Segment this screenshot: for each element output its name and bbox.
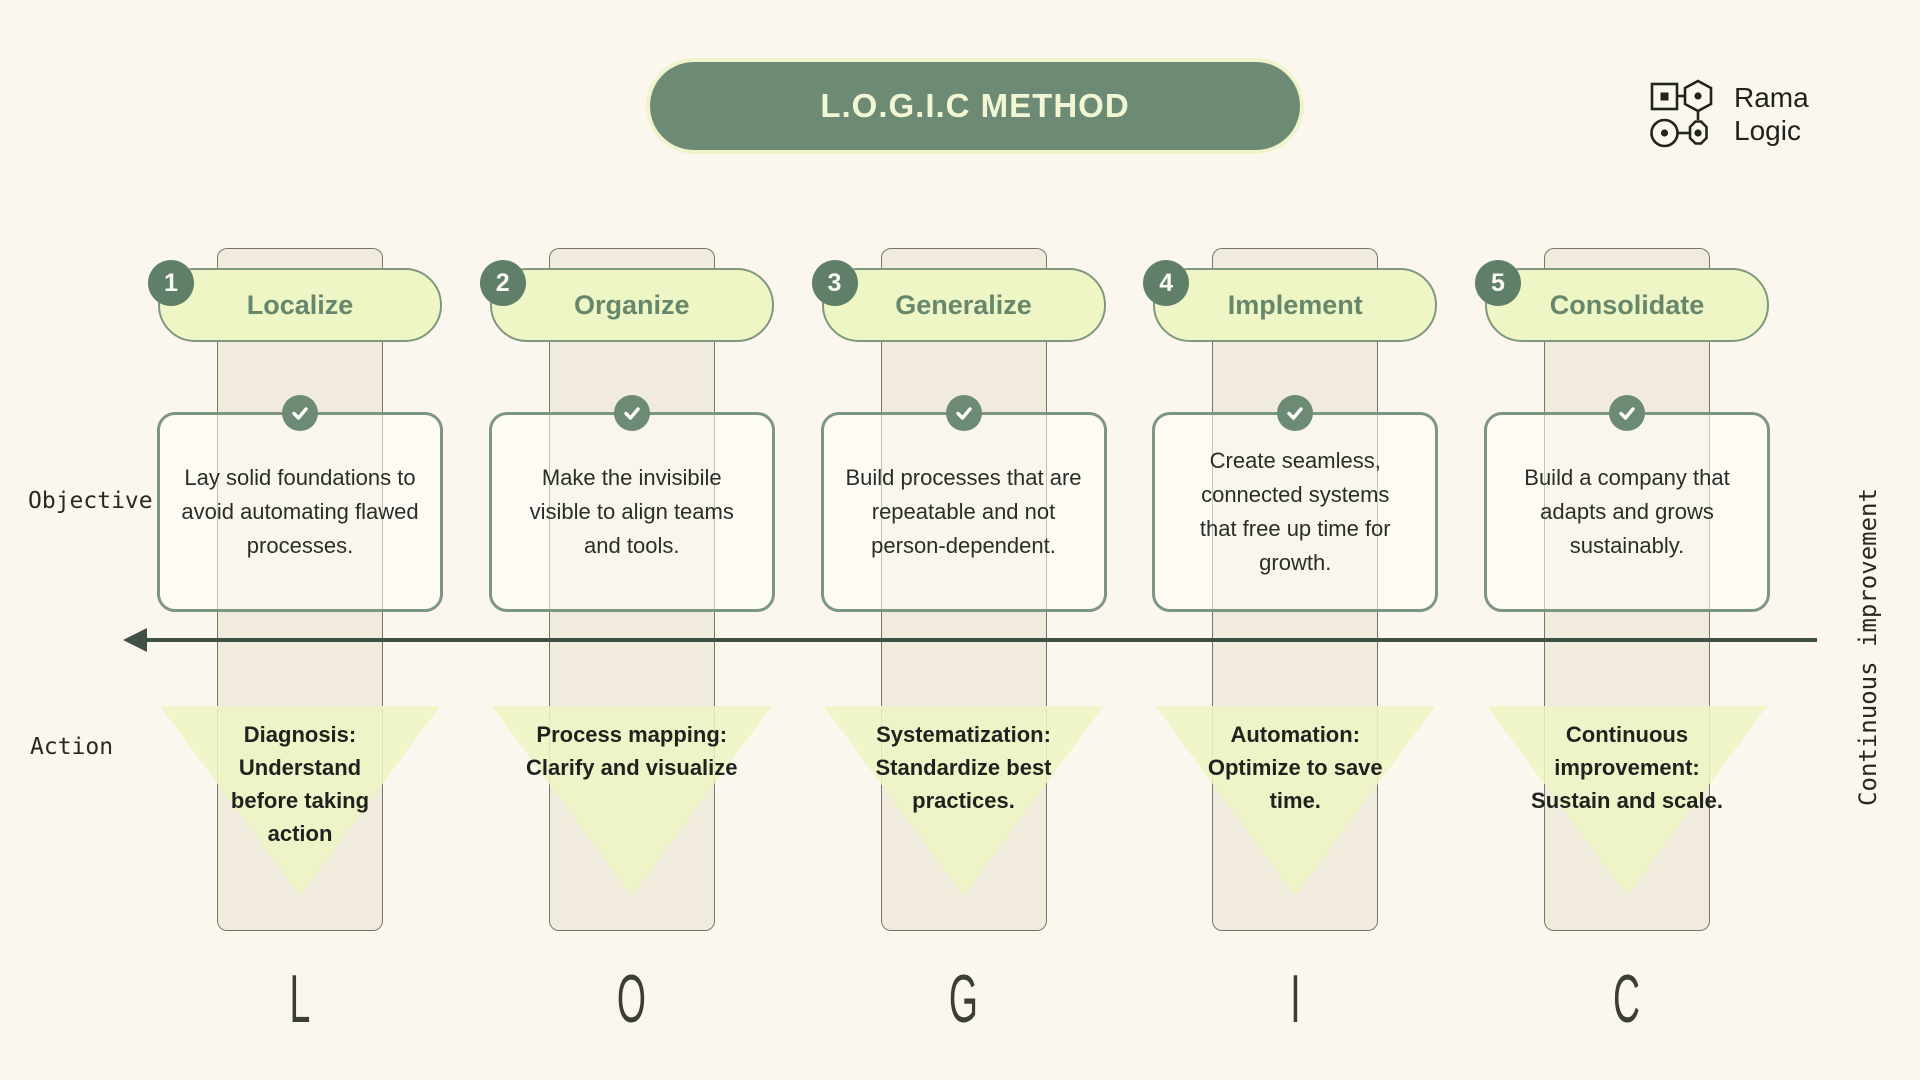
action-text: Process mapping: Clarify and visualize [525,722,738,780]
acronym-letter-g: G [819,960,1109,1038]
step-number-badge: 5 [1475,260,1521,306]
title-pill: L.O.G.I.C METHOD [650,62,1300,150]
objective-card: Create seamless, connected systems that … [1152,412,1439,612]
rama-logic-logo-icon [1650,79,1713,148]
action-text: Diagnosis: Understand before taking acti… [230,722,370,846]
objective-card: Build processes that are repeatable and … [820,412,1107,612]
objective-row-label: Objective [28,488,153,514]
column-consolidate: Consolidate 5 Build a company that adapt… [1475,248,1772,931]
column-localize: Localize 1 Lay solid foundations to avoi… [148,248,445,931]
step-name: Localize [246,289,354,320]
action-text: Automation: Optimize to save time. [1207,722,1383,813]
step-number-badge: 1 [148,260,194,306]
step-number-badge: 2 [479,260,526,306]
letter-glyph: I [1290,961,1301,1037]
check-icon [945,395,982,431]
step-header-pill: Generalize [821,268,1106,342]
objective-text: Lay solid foundations to avoid automatin… [181,464,419,559]
letter-glyph: O [617,961,647,1037]
brand-line-1: Rama [1734,81,1809,113]
check-icon [1609,395,1645,431]
step-name: Implement [1227,289,1363,320]
column-implement: Implement 4 Create seamless, connected s… [1143,248,1440,931]
letter-glyph: C [1613,961,1641,1037]
column-generalize: Generalize 3 Build processes that are re… [811,248,1109,931]
brand-logo: Rama Logic [1650,76,1809,152]
step-name: Generalize [895,289,1032,320]
letter-glyph: L [289,961,311,1037]
step-number-badge: 3 [811,260,858,306]
step-name: Organize [573,289,690,320]
acronym-letter-o: O [487,960,777,1038]
objective-text: Create seamless, connected systems that … [1199,447,1391,576]
step-number-badge: 4 [1143,260,1190,306]
action-text: Continuous improvement: Sustain and scal… [1531,722,1723,813]
check-icon [282,395,318,431]
continuous-improvement-label: Continuous improvement [1854,488,1882,806]
method-columns: Localize 1 Lay solid foundations to avoi… [148,248,1772,931]
step-header-pill: Implement [1153,268,1438,342]
check-icon [613,395,650,431]
step-header-pill: Organize [489,268,774,342]
arrow-head-left-icon [123,628,147,652]
step-name: Consolidate [1549,289,1705,320]
acronym-letters: L O G I C [155,960,1772,1038]
brand-line-2: Logic [1734,115,1801,146]
action-row-label: Action [30,734,114,760]
page-title: L.O.G.I.C METHOD [820,87,1130,124]
brand-name: Rama Logic [1734,81,1809,147]
objective-text: Build a company that adapts and grows su… [1524,464,1730,559]
acronym-letter-i: I [1150,960,1440,1038]
check-icon [1277,395,1314,431]
acronym-letter-l: L [155,960,445,1038]
action-text: Systematization: Standardize best practi… [875,722,1052,813]
objective-text: Make the invisibile visible to align tea… [529,464,734,559]
objective-text: Build processes that are repeatable and … [845,464,1082,559]
acronym-letter-c: C [1482,960,1772,1038]
column-organize: Organize 2 Make the invisibile visible t… [479,248,777,931]
objective-card: Make the invisibile visible to align tea… [488,412,775,612]
letter-glyph: G [948,961,979,1037]
continuous-improvement-arrow [123,628,1817,652]
objective-card: Lay solid foundations to avoid automatin… [157,412,443,612]
objective-card: Build a company that adapts and grows su… [1484,412,1770,612]
step-header-pill: Localize [158,268,442,342]
step-header-pill: Consolidate [1485,268,1769,342]
